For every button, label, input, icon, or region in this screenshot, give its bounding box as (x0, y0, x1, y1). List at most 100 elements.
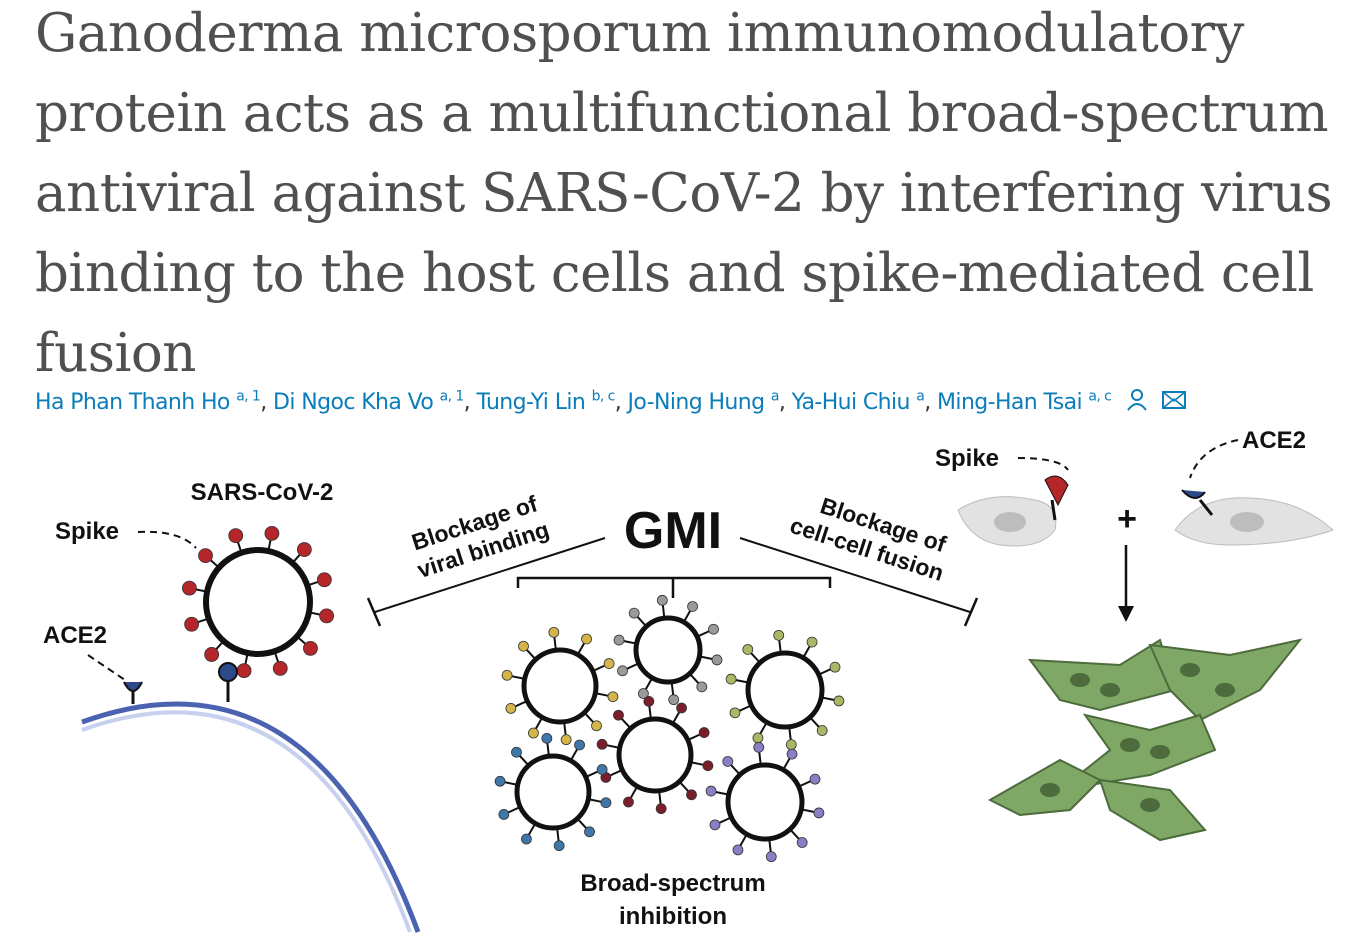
spike-protein (228, 528, 244, 544)
spike-protein (591, 720, 602, 732)
author-name: Tung-Yi Lin (476, 390, 586, 415)
arrow-head (1118, 606, 1134, 622)
virus-variant (501, 626, 619, 746)
plus-sign: + (1117, 500, 1137, 538)
spike-protein (505, 703, 517, 714)
spike-protein (541, 732, 553, 744)
spike-protein (752, 732, 764, 744)
spike-protein (643, 695, 655, 707)
virus-variant (613, 594, 723, 706)
author-affiliation: a, c (1088, 388, 1112, 405)
spike-label-right: Spike (935, 445, 999, 472)
spike-protein (494, 775, 506, 787)
virus-envelope (514, 753, 592, 831)
author-name: Ya-Hui Chiu (791, 390, 911, 415)
gmi-label: GMI (624, 502, 722, 560)
spike-protein (613, 709, 624, 721)
author-affiliation: a (916, 388, 925, 405)
spike-protein (600, 797, 612, 809)
spike-protein (753, 741, 765, 753)
spike-protein (511, 746, 522, 758)
spike-protein (584, 826, 595, 838)
virus-envelope (616, 716, 694, 794)
spike-protein (184, 616, 200, 632)
inhibition-label: inhibition (619, 903, 727, 930)
gmi-bracket (516, 576, 832, 598)
author-name: Jo-Ning Hung (627, 390, 766, 415)
spike-protein (656, 594, 668, 606)
article-title: Ganoderma microsporum immunomodulatory p… (35, 3, 1333, 384)
spike-protein (319, 608, 335, 624)
virus-variant (596, 695, 714, 815)
sars-cov-2-label: SARS-CoV-2 (191, 479, 334, 506)
author-affiliation: a, 1 (439, 388, 465, 405)
spike-protein (725, 673, 737, 685)
spike-protein (702, 760, 714, 772)
author-link[interactable]: Jo-Ning Hung a (627, 388, 780, 415)
spike-protein (711, 654, 723, 666)
author-link[interactable]: Ha Phan Thanh Ho a, 1 (35, 388, 261, 415)
spike-protein (813, 807, 825, 819)
spike-protein (709, 819, 721, 831)
inhibition-line-right (739, 537, 971, 613)
spike-protein (553, 840, 565, 852)
spike-protein (686, 789, 697, 801)
nucleus (994, 512, 1026, 532)
author-link[interactable]: Tung-Yi Lin b, c (476, 389, 615, 415)
spike-protein (264, 525, 280, 541)
author-list: Ha Phan Thanh Ho a, 1, Di Ngoc Kha Vo a,… (35, 388, 1187, 418)
spike-protein (623, 796, 634, 808)
spike-protein (236, 663, 252, 679)
spike-protein (518, 640, 529, 652)
author-name: Ming-Han Tsai (937, 390, 1083, 415)
spike-protein (181, 580, 197, 596)
spike-protein (676, 702, 687, 714)
spike-protein (198, 548, 213, 564)
author-link[interactable]: Di Ngoc Kha Vo a, 1 (273, 388, 465, 415)
virus-variant (494, 732, 612, 852)
spike-protein (596, 738, 608, 750)
spike-protein (786, 748, 798, 760)
virus-variant (705, 741, 825, 863)
spike-pointer (137, 530, 197, 549)
spike-protein (628, 607, 640, 619)
spike-protein (617, 665, 628, 677)
author-affiliation: a, 1 (236, 388, 261, 405)
spike-protein (742, 644, 754, 655)
author-link[interactable]: Ming-Han Tsai a, c (937, 388, 1112, 415)
ace2-receptor-bound (218, 662, 238, 702)
spike-protein (806, 636, 818, 648)
ace2-pointer (87, 654, 126, 681)
envelope-icon[interactable] (1162, 390, 1187, 416)
syncytium-nuclei (1040, 663, 1235, 812)
ace2-receptor (123, 681, 143, 704)
spike-protein (655, 803, 667, 815)
spike-protein (816, 725, 828, 736)
spike-protein (722, 756, 734, 767)
spike-protein (1044, 475, 1069, 521)
virus-envelope (203, 547, 313, 657)
spike-protein (498, 809, 510, 820)
spike-protein (272, 660, 288, 676)
spike-protein (521, 833, 532, 845)
author-link[interactable]: Ya-Hui Chiu a (791, 388, 925, 415)
person-icon[interactable] (1126, 388, 1148, 418)
spike-label: Spike (55, 518, 119, 545)
spike-protein (528, 727, 539, 739)
ace2-label-right: ACE2 (1242, 427, 1306, 454)
spike-protein (638, 688, 649, 699)
broad-spectrum-label: Broad-spectrum (580, 870, 765, 897)
virus-envelope (521, 647, 599, 725)
author-name: Di Ngoc Kha Vo (273, 390, 434, 415)
spike-protein (729, 707, 741, 719)
fused-syncytium-cells (987, 638, 1303, 842)
spike-protein (732, 844, 744, 856)
spike-protein (501, 669, 513, 681)
spike-protein (316, 572, 332, 588)
spike-protein (296, 542, 312, 557)
spike-protein (809, 773, 821, 785)
spike-protein (548, 626, 560, 638)
author-affiliation: a (770, 388, 780, 405)
ace2-label: ACE2 (43, 622, 107, 649)
spike-pointer-right (1017, 457, 1069, 471)
